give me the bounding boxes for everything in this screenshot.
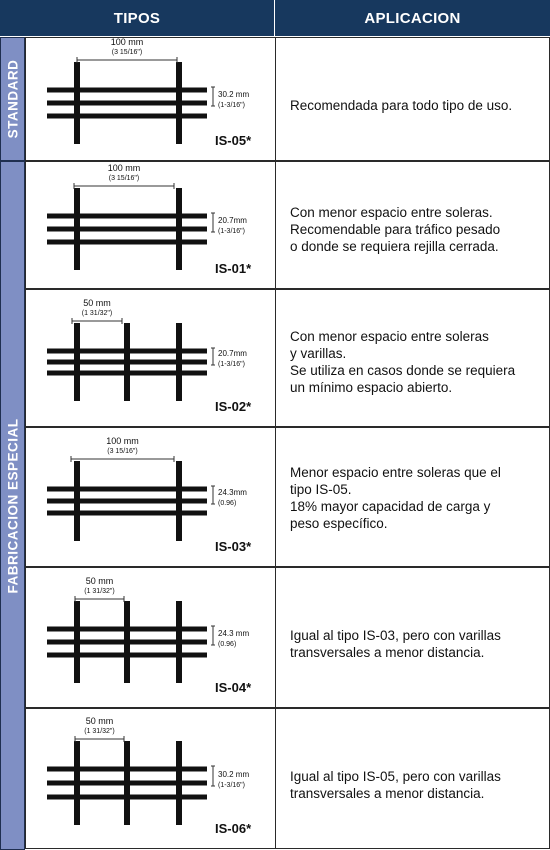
section-label-fabricacion-especial: FABRICACION ESPECIAL bbox=[0, 161, 25, 850]
type-code: IS-03* bbox=[215, 539, 252, 554]
spacing-imperial: (3 15/16") bbox=[107, 448, 138, 455]
bearing-bar bbox=[47, 486, 207, 492]
cross-rod bbox=[176, 461, 182, 541]
header-aplicacion: APLICACION bbox=[275, 0, 550, 36]
cross-rod bbox=[176, 601, 182, 683]
cross-rod bbox=[74, 461, 80, 541]
bearing-bar bbox=[47, 213, 207, 219]
bearing-bar bbox=[47, 100, 207, 106]
cross-rod bbox=[74, 741, 80, 825]
spacing-label: 100 mm bbox=[106, 436, 139, 446]
application-cell bbox=[275, 161, 550, 289]
cross-rod bbox=[74, 601, 80, 683]
grating-diagram: 50 mm (1 31/32") 30.2 mm (1-3/16") IS-06* bbox=[47, 716, 252, 836]
type-code: IS-05* bbox=[215, 133, 252, 148]
bearing-bar bbox=[47, 239, 207, 245]
height-label: 20.7mm bbox=[218, 216, 247, 225]
spacing-label: 50 mm bbox=[86, 716, 114, 726]
grating-diagram: 100 mm (3 15/16") 20.7mm (1-3/16") IS-01* bbox=[47, 163, 252, 276]
height-imperial: (1-3/16") bbox=[218, 782, 245, 789]
cross-rod bbox=[176, 62, 182, 144]
header-tipos: TIPOS bbox=[0, 0, 275, 36]
type-cell bbox=[25, 161, 276, 289]
application-cell bbox=[275, 37, 550, 161]
application-cell bbox=[275, 289, 550, 427]
height-imperial: (1-3/16") bbox=[218, 102, 245, 109]
spacing-label: 100 mm bbox=[111, 37, 144, 47]
height-imperial: (1-3/16") bbox=[218, 228, 245, 235]
application-description: Igual al tipo IS-05, pero con varillas t… bbox=[290, 769, 501, 801]
type-cell bbox=[25, 37, 276, 161]
grating-diagram: 50 mm (1 31/32") 20.7mm (1-3/16") IS-02* bbox=[47, 298, 252, 414]
application-description: Igual al tipo IS-03, pero con varillas t… bbox=[290, 628, 501, 660]
type-code: IS-04* bbox=[215, 680, 252, 695]
bearing-bar bbox=[47, 510, 207, 516]
height-imperial: (0.96) bbox=[218, 500, 236, 507]
type-cell bbox=[25, 708, 276, 849]
height-label: 20.7mm bbox=[218, 349, 247, 358]
spacing-imperial: (3 15/16") bbox=[109, 175, 140, 182]
section-label-standard: STANDARD bbox=[0, 37, 25, 161]
section-fabricacion-text: FABRICACION ESPECIAL bbox=[5, 417, 20, 594]
application-description: Menor espacio entre soleras que el tipo … bbox=[290, 465, 501, 531]
application-description: Con menor espacio entre soleras. Recomen… bbox=[290, 205, 501, 254]
spacing-imperial: (3 15/16") bbox=[112, 49, 143, 56]
type-code: IS-06* bbox=[215, 821, 252, 836]
application-description: Recomendada para todo tipo de uso. bbox=[290, 98, 513, 113]
type-code: IS-02* bbox=[215, 399, 252, 414]
height-label: 24.3mm bbox=[218, 488, 247, 497]
grating-diagram: 100 mm (3 15/16") 24.3mm (0.96) IS-03* bbox=[47, 436, 252, 554]
spacing-label: 50 mm bbox=[83, 298, 111, 308]
height-imperial: (0.96) bbox=[218, 641, 236, 648]
cross-rod bbox=[74, 188, 80, 270]
height-imperial: (1-3/16") bbox=[218, 361, 245, 368]
cross-rod bbox=[124, 601, 130, 683]
spacing-imperial: (1 31/32") bbox=[84, 728, 115, 735]
application-cell bbox=[275, 708, 550, 849]
application-cell bbox=[275, 427, 550, 567]
height-label: 30.2 mm bbox=[218, 90, 249, 99]
cross-rod bbox=[124, 323, 130, 401]
application-description: Con menor espacio entre soleras y varill… bbox=[290, 329, 516, 395]
cross-rod bbox=[124, 741, 130, 825]
type-cell bbox=[25, 289, 276, 427]
section-standard-text: STANDARD bbox=[5, 59, 20, 139]
bearing-bar bbox=[47, 87, 207, 93]
type-code: IS-01* bbox=[215, 261, 252, 276]
cross-rod bbox=[176, 741, 182, 825]
cross-rod bbox=[74, 62, 80, 144]
type-cell bbox=[25, 427, 276, 567]
bearing-bar bbox=[47, 498, 207, 504]
height-label: 24.3 mm bbox=[218, 629, 249, 638]
grating-diagram: 50 mm (1 31/32") 24.3 mm (0.96) IS-04* bbox=[47, 576, 252, 695]
spacing-imperial: (1 31/32") bbox=[82, 310, 113, 317]
spacing-label: 50 mm bbox=[86, 576, 114, 586]
bearing-bar bbox=[47, 113, 207, 119]
bearing-bar bbox=[47, 226, 207, 232]
grating-diagram: 100 mm (3 15/16") 30.2 mm (1-3/16") IS-05* bbox=[47, 37, 252, 148]
spacing-label: 100 mm bbox=[108, 163, 141, 173]
spacing-imperial: (1 31/32") bbox=[84, 588, 115, 595]
type-cell bbox=[25, 567, 276, 708]
height-label: 30.2 mm bbox=[218, 770, 249, 779]
cross-rod bbox=[176, 323, 182, 401]
application-cell bbox=[275, 567, 550, 708]
cross-rod bbox=[74, 323, 80, 401]
cross-rod bbox=[176, 188, 182, 270]
